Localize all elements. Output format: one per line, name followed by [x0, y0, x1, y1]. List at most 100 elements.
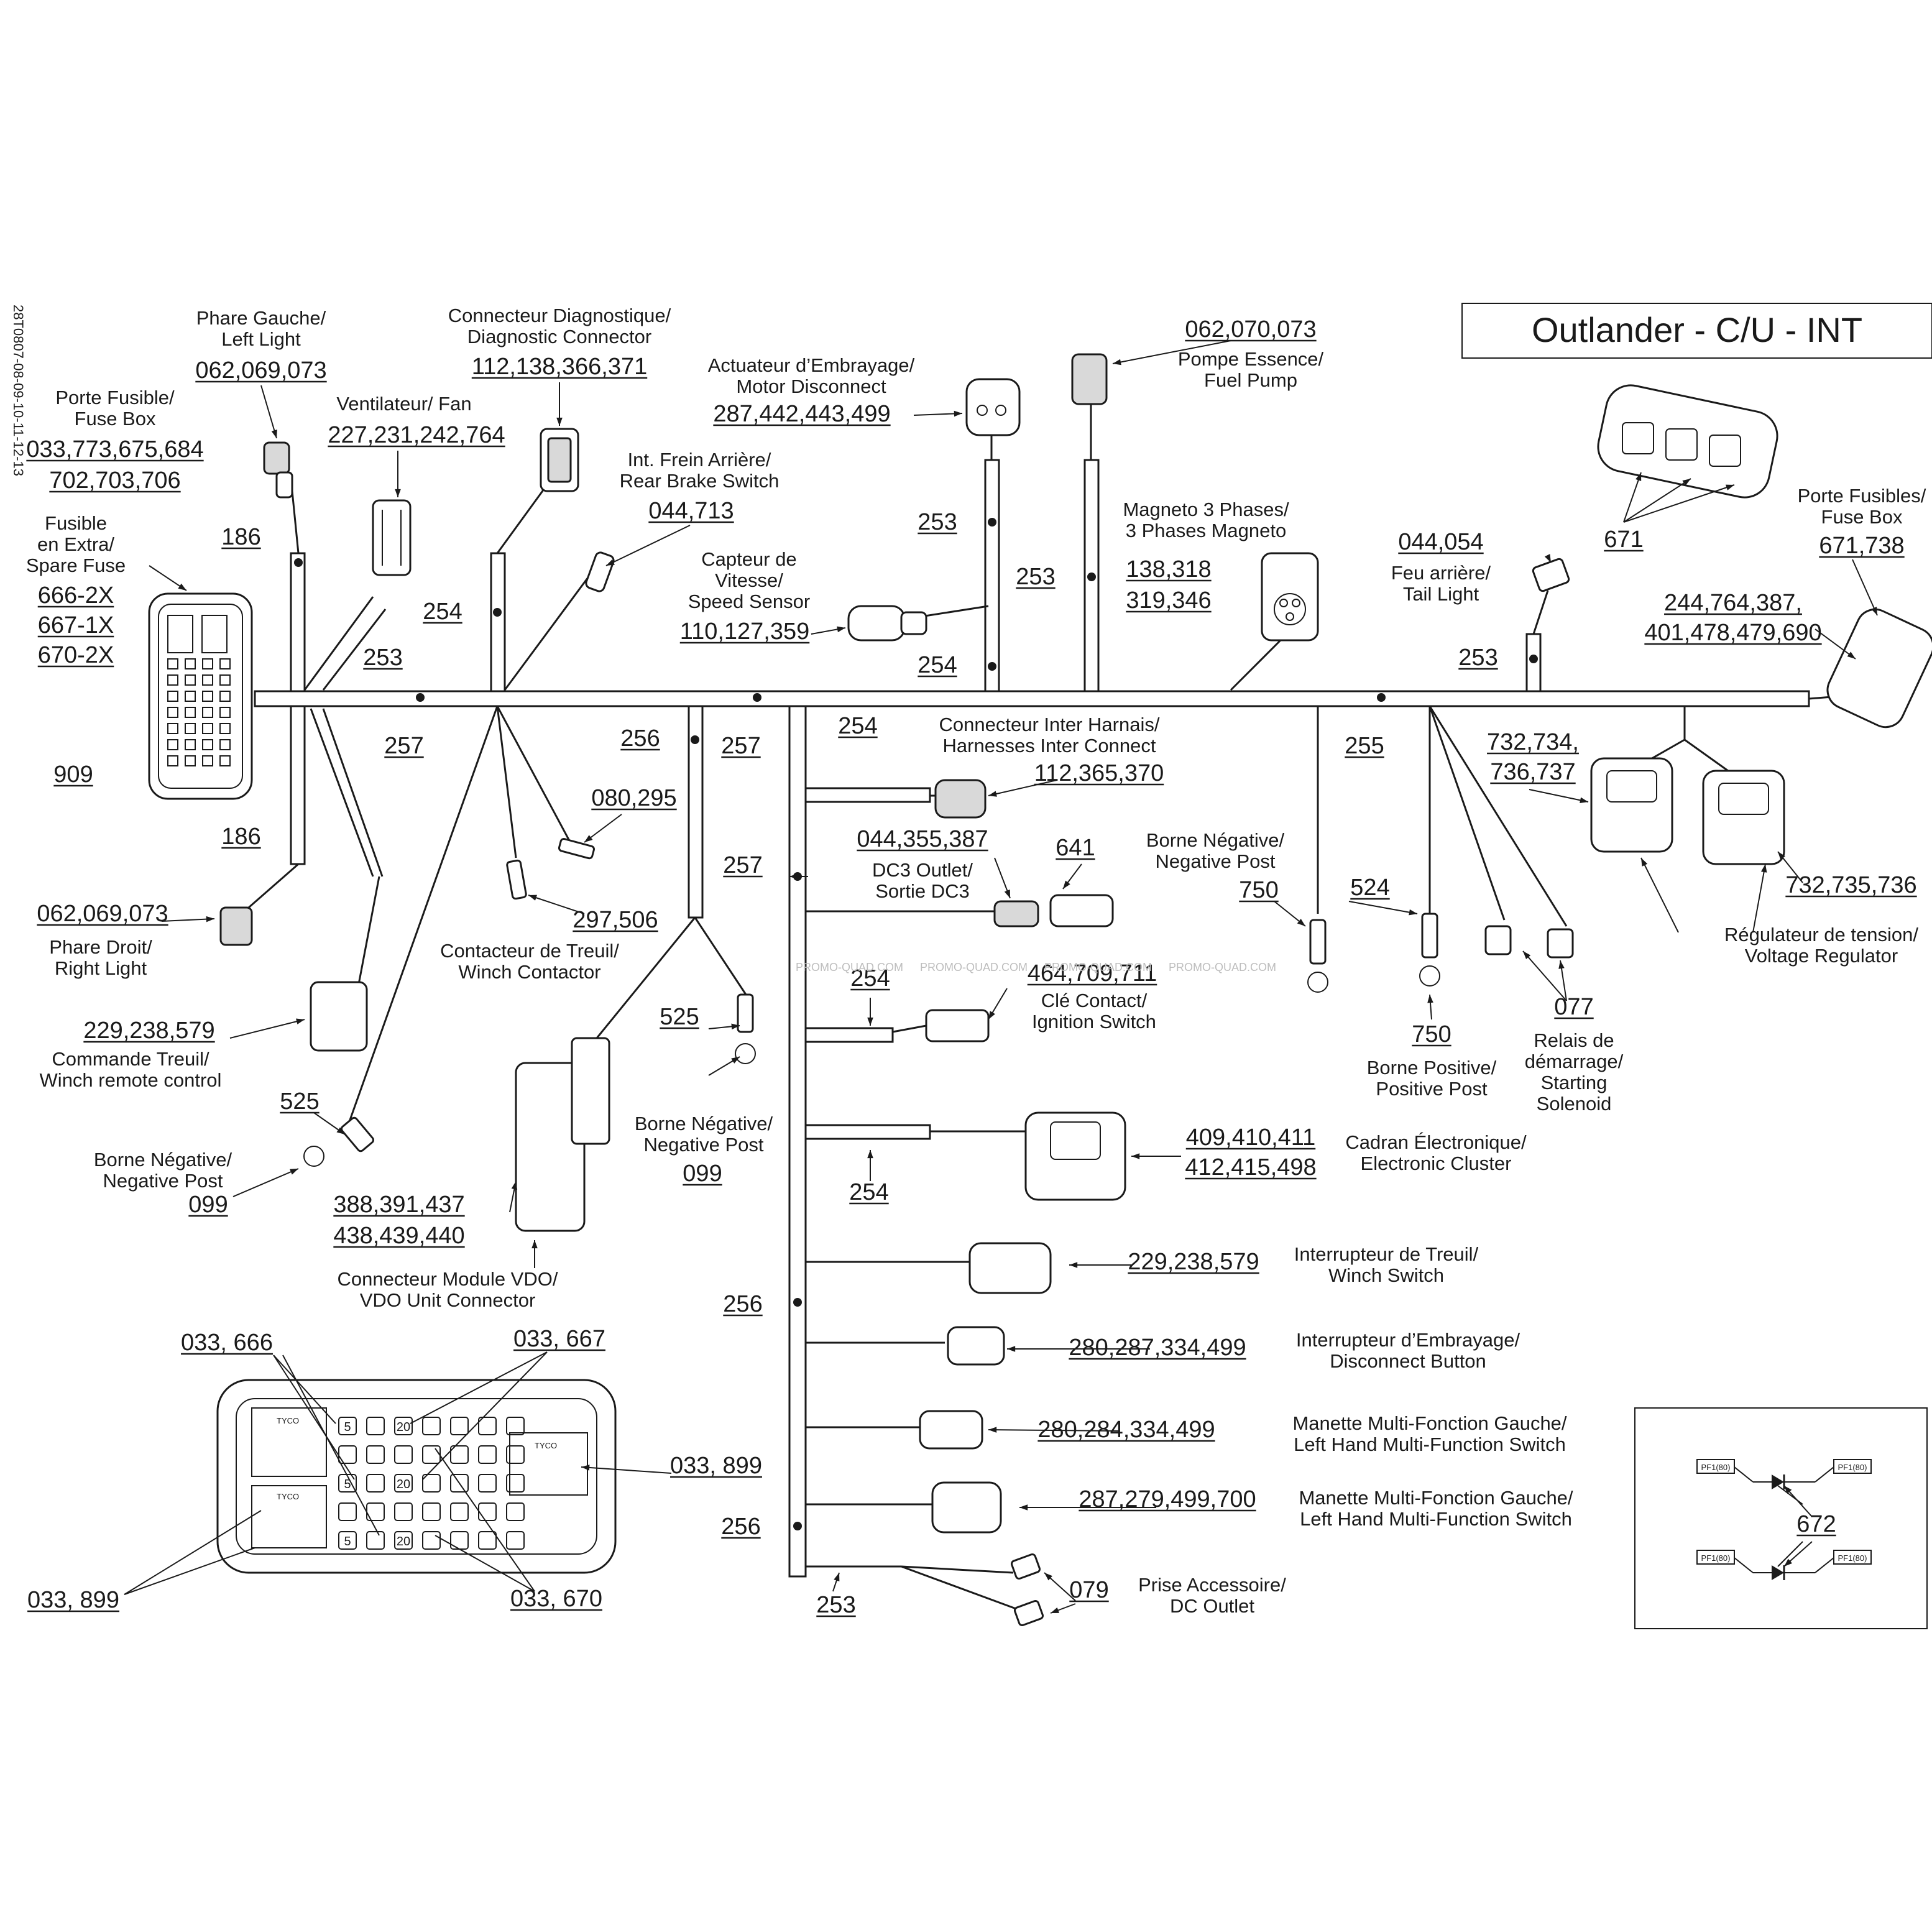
- label-magneto-refs-0: 138,318: [1126, 556, 1211, 582]
- fuse-number: 5: [344, 1420, 351, 1434]
- label-frein-0: Int. Frein Arrière/: [628, 449, 771, 471]
- left-light-connector: [263, 441, 293, 499]
- vdo-unit-connector: [515, 1037, 610, 1232]
- mfs-connector-2: [931, 1481, 1002, 1534]
- label-winch-contactor-0: Contacteur de Treuil/: [440, 940, 619, 962]
- label-inter-harnais-0: Connecteur Inter Harnais/: [939, 714, 1160, 735]
- label-borne-neg-left-1: Negative Post: [103, 1170, 223, 1192]
- label-winch-contactor-refs: 297,506: [573, 907, 658, 933]
- mfs-connector-1: [919, 1410, 983, 1450]
- label-feu-0: Feu arrière/: [1391, 562, 1491, 584]
- label-vr-right-refs: 732,735,736: [1785, 872, 1916, 898]
- label-r254d: 254: [850, 965, 890, 991]
- fuse-number: 5: [344, 1535, 351, 1548]
- label-regulateur-0: Régulateur de tension/: [1724, 924, 1918, 945]
- label-dc3-0: DC3 Outlet/: [872, 859, 973, 881]
- label-inter-harnais-1: Harnesses Inter Connect: [943, 735, 1156, 757]
- rear-brake-switch: [585, 551, 615, 592]
- tyco-tag: TYCO: [277, 1492, 299, 1501]
- label-porte-fusible-1: Fuse Box: [75, 408, 156, 430]
- diagram-title: Outlander - C/U - INT: [1532, 310, 1862, 349]
- label-winch-switch-1: Winch Switch: [1328, 1264, 1444, 1286]
- label-r253b: 253: [918, 509, 957, 535]
- label-commande-refs: 229,238,579: [83, 1018, 214, 1044]
- label-magneto-1: 3 Phases Magneto: [1126, 520, 1287, 541]
- voltage-regulator-right: [1702, 770, 1785, 865]
- label-r254b: 254: [918, 652, 957, 678]
- label-f033-667: 033, 667: [513, 1326, 605, 1352]
- label-f033-899b: 033, 899: [27, 1587, 119, 1613]
- connector-671: [1597, 384, 1778, 499]
- label-mfs1-refs: 280,284,334,499: [1037, 1417, 1215, 1443]
- fuse-number: 5: [344, 1478, 351, 1491]
- label-prise-0: Prise Accessoire/: [1138, 1574, 1286, 1596]
- voltage-regulator-left: [1590, 757, 1673, 853]
- label-winch-contactor-1: Winch Contactor: [458, 961, 600, 983]
- label-borne-neg-mid-1: Negative Post: [644, 1134, 764, 1156]
- label-frein-1: Rear Brake Switch: [620, 470, 780, 492]
- magneto-connector: [1261, 552, 1319, 642]
- label-r077: 077: [1554, 994, 1593, 1020]
- label-r909: 909: [53, 761, 93, 788]
- label-cluster-refs-1: 412,415,498: [1185, 1154, 1316, 1180]
- label-actuateur-0: Actuateur d’Embrayage/: [708, 354, 915, 376]
- label-prise-1: DC Outlet: [1170, 1595, 1254, 1617]
- label-frein-refs: 044,713: [648, 498, 734, 524]
- label-ventilateur-refs: 227,231,242,764: [328, 422, 505, 448]
- label-r253d: 253: [1458, 645, 1497, 671]
- label-porte-fusibles-0: Porte Fusibles/: [1798, 485, 1926, 507]
- label-dc3-refs: 044,355,387: [857, 826, 988, 852]
- label-f033-670: 033, 670: [510, 1586, 602, 1612]
- label-r525a: 525: [660, 1004, 699, 1030]
- diagnostic-connector: [540, 428, 579, 492]
- label-cle-0: Clé Contact/: [1041, 990, 1148, 1011]
- right-fuse-box: [1826, 608, 1932, 729]
- label-porte-fusible-refs-0: 033,773,675,684: [26, 436, 203, 462]
- fuse-number: 20: [397, 1535, 410, 1548]
- main-harness-trunk: [254, 690, 1841, 1578]
- label-r257c: 257: [723, 852, 762, 878]
- label-pompe-refs: 062,070,073: [1185, 316, 1316, 343]
- label-porte-fusible-refs-1: 702,703,706: [49, 467, 180, 494]
- label-cle-1: Ignition Switch: [1032, 1011, 1156, 1033]
- label-capteur-1: Vitesse/: [715, 569, 783, 591]
- label-relais-2: Starting: [1541, 1072, 1608, 1093]
- label-winch-switch-0: Interrupteur de Treuil/: [1294, 1243, 1479, 1265]
- right-light-connector: [219, 906, 253, 946]
- label-phare-gauche-refs: 062,069,073: [195, 357, 326, 384]
- label-vdo-refs-0: 388,391,437: [333, 1192, 464, 1218]
- label-r256c: 256: [721, 1514, 760, 1540]
- fuel-pump-connector: [1071, 353, 1108, 405]
- label-magneto-refs-1: 319,346: [1126, 587, 1211, 614]
- label-fusible-extra-2: Spare Fuse: [26, 554, 126, 576]
- label-conn-diag-refs: 112,138,366,371: [472, 354, 647, 380]
- label-fusible-extra-refs-0: 666-2X: [38, 582, 114, 609]
- starting-solenoid-terminals: [1484, 925, 1574, 959]
- label-mfs1-1: Left Hand Multi-Function Switch: [1294, 1433, 1566, 1455]
- label-ventilateur: Ventilateur/ Fan: [336, 393, 471, 415]
- label-borne-pos-0: Borne Positive/: [1367, 1057, 1497, 1079]
- winch-contactor-terminals: [506, 837, 596, 900]
- label-phare-gauche-1: Left Light: [221, 328, 301, 350]
- label-r099b: 099: [188, 1192, 228, 1218]
- label-fusible-extra-0: Fusible: [45, 512, 107, 534]
- label-pompe-1: Fuel Pump: [1204, 369, 1297, 391]
- ring-terminals: [303, 913, 1440, 1167]
- winch-remote-connector: [310, 981, 368, 1052]
- label-feu-refs: 044,054: [1398, 529, 1483, 555]
- label-r750b: 750: [1412, 1021, 1451, 1047]
- dc3-outlet-connector: [993, 894, 1114, 927]
- label-vr-left-refs-1: 736,737: [1490, 759, 1575, 785]
- leader-lines: [124, 340, 1878, 1614]
- upper-branches: [290, 398, 1549, 692]
- label-r254a: 254: [423, 599, 462, 625]
- label-r253c: 253: [1016, 564, 1055, 590]
- label-r671: 671: [1604, 527, 1643, 553]
- label-r253a: 253: [363, 645, 402, 671]
- label-inter-harnais-refs: 112,365,370: [1034, 760, 1164, 786]
- label-porte-fusibles-refs: 671,738: [1819, 533, 1904, 559]
- ignition-switch-connector: [925, 1009, 990, 1042]
- label-top-right-refs-1: 401,478,479,690: [1644, 620, 1821, 646]
